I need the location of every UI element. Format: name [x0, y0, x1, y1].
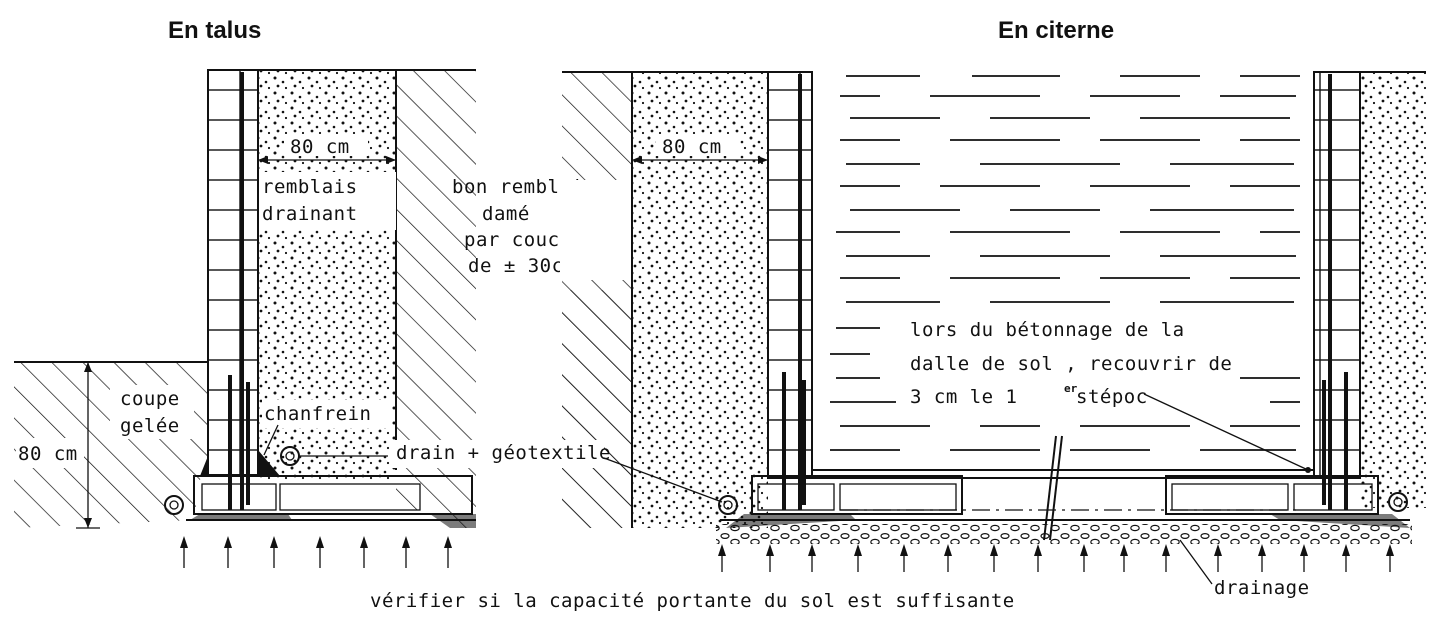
chamfer-left-b: [258, 450, 280, 476]
note-line-3a: 3 cm le 1: [910, 386, 1017, 408]
drain-label-bg: [392, 440, 604, 468]
label-dame: damé: [482, 203, 530, 225]
drainage-leader: [1179, 539, 1213, 585]
bearing-arrows-right: [718, 544, 1394, 572]
drain-pipe-citerne-left: [718, 495, 738, 515]
note-bg: [896, 314, 1240, 410]
drain-pipe-left-inner: [285, 451, 295, 461]
note-superscript: er: [1064, 382, 1078, 395]
backfill-label-bg: [258, 172, 396, 230]
footing-left-channel: [279, 483, 421, 511]
lean-wedge-left: [190, 514, 292, 520]
label-de-30cm: de ± 30cm: [468, 255, 575, 277]
dim-width-right-arrow-a: [632, 156, 642, 164]
dim-height-left-arrow-a: [84, 362, 92, 372]
drain-pipe-citerne-left-inner: [723, 500, 733, 510]
footing-citerne-left-block: [757, 483, 835, 511]
height-label-bg: [16, 438, 84, 468]
label-bon-remblai: bon remblai: [452, 176, 583, 198]
label-gelee: gelée: [120, 415, 180, 437]
label-remblais: remblais: [262, 176, 358, 198]
label-drainant: drainant: [262, 203, 358, 225]
water-lines: [830, 75, 1300, 451]
gravel-drainage-bed: [716, 524, 1412, 544]
dim-width-left-arrow-a: [258, 156, 268, 164]
label-drain-geotextile: drain + géotextile: [396, 442, 611, 464]
title-en-citerne: En citerne: [998, 17, 1114, 44]
earth-hatch-right-left: [396, 70, 476, 528]
footing-citerne-left-channel: [839, 483, 957, 511]
bearing-arrows-left: [180, 536, 452, 568]
dim-width-left-arrow-b: [386, 156, 396, 164]
note-line-3b: stépoc: [1076, 386, 1148, 408]
drain-leader-right: [603, 457, 723, 503]
note-line-2: dalle de sol , recouvrir de: [910, 353, 1232, 375]
bon-remblai-label-bg: [560, 180, 634, 280]
dim-width-right-arrow-b: [758, 156, 768, 164]
break-line-b: [1049, 435, 1063, 541]
stepoc-wall-citerne-right: [1313, 71, 1361, 479]
footing-left: [193, 475, 473, 515]
dim-height-left-arrow-b: [84, 518, 92, 528]
dim-width-right-label: 80 cm: [662, 136, 722, 158]
label-coupe: coupe: [120, 388, 180, 410]
note-leader: [1143, 393, 1309, 471]
chanfrein-label-bg: [262, 400, 392, 428]
drain-pipe-citerne-right: [1388, 492, 1408, 512]
drain-pipe-left-low: [164, 495, 184, 515]
note-leader-dot: [1305, 467, 1311, 473]
footing-left-block: [201, 483, 277, 511]
chamfer-left-a: [200, 456, 208, 476]
bottom-note: vérifier si la capacité portante du sol …: [370, 590, 1015, 612]
stepoc-wall-left: [207, 69, 259, 476]
label-chanfrein: chanfrein: [264, 403, 371, 425]
note-line-1: lors du bétonnage de la: [910, 319, 1185, 341]
chanfrein-leader: [263, 424, 279, 456]
label-drainage: drainage: [1214, 577, 1310, 599]
footing-citerne-left: [751, 475, 963, 515]
dim-width-left-label: 80 cm: [290, 136, 350, 158]
drain-pipe-left-outer: [280, 446, 300, 466]
drainage-label-bg: [1208, 574, 1336, 602]
earth-hatch-citerne-low: [562, 290, 632, 528]
backfill-citerne-right: [1360, 72, 1426, 508]
coupe-label-bg: [110, 385, 194, 439]
drain-pipe-citerne-right-inner: [1393, 497, 1403, 507]
dim-height-left-label: 80 cm: [18, 443, 78, 465]
title-en-talus: En talus: [168, 17, 261, 44]
footing-citerne-right-block: [1293, 483, 1373, 511]
lean-wedge-left-2: [430, 514, 476, 528]
dim-width-right-bg: [656, 134, 740, 156]
footing-citerne-right-channel: [1171, 483, 1289, 511]
drain-pipe-left-low-inner: [169, 500, 179, 510]
dim-width-left-bg: [284, 134, 368, 156]
break-line-a: [1043, 435, 1057, 541]
